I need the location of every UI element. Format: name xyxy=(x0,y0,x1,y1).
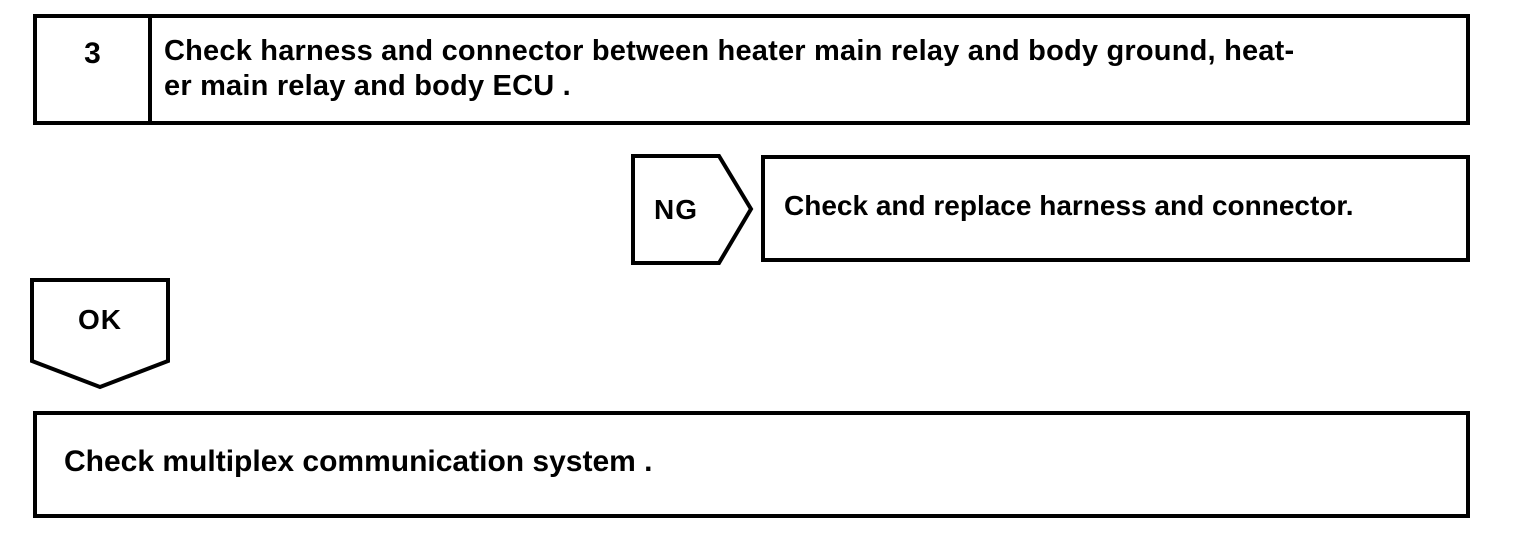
ok-connector: OK xyxy=(30,278,170,390)
ok-pentagon-down-icon xyxy=(30,278,170,390)
step-instruction: Check harness and connector between heat… xyxy=(152,18,1466,121)
step-instruction-line-2: er main relay and body ECU . xyxy=(164,70,571,102)
step-box: 3 Check harness and connector between he… xyxy=(33,14,1470,125)
ng-action-box: Check and replace harness and connector. xyxy=(761,155,1470,262)
step-number: 3 xyxy=(84,37,101,70)
result-text: Check multiplex communication system . xyxy=(64,444,653,478)
ng-connector: NG xyxy=(631,154,755,265)
ng-pentagon-right-icon xyxy=(631,154,754,265)
ng-connector-label: NG xyxy=(654,193,698,225)
ng-connector-shape-svg xyxy=(631,154,754,265)
result-box: Check multiplex communication system . xyxy=(33,411,1470,518)
ng-action-text: Check and replace harness and connector. xyxy=(784,189,1354,221)
step-instruction-line-1: Check harness and connector between heat… xyxy=(164,35,1295,67)
ok-connector-label: OK xyxy=(78,304,122,335)
step-number-cell: 3 xyxy=(37,18,152,121)
ok-connector-shape-svg xyxy=(30,278,170,390)
